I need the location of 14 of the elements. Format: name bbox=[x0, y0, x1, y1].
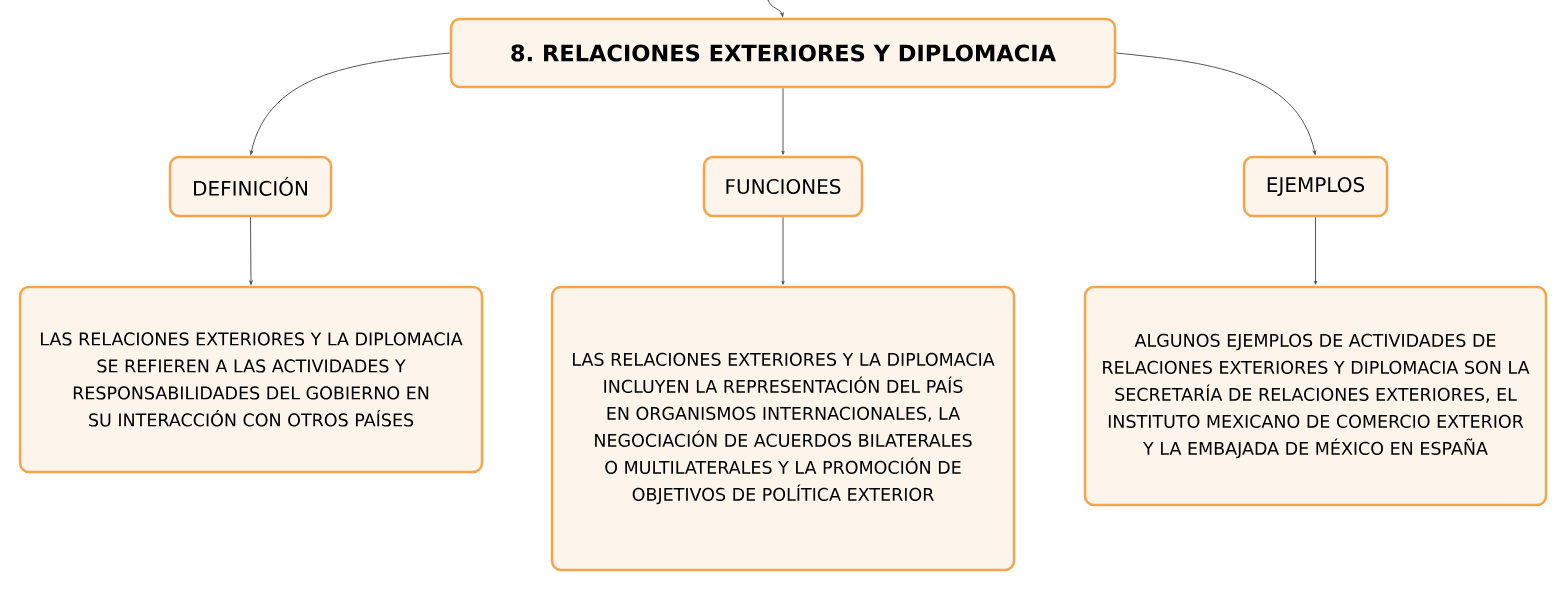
arrow bbox=[249, 52, 451, 155]
category-box: FUNCIONES bbox=[702, 155, 864, 218]
title-box: 8. RELACIONES EXTERIORES Y DIPLOMACIA bbox=[449, 17, 1117, 89]
category-box: EJEMPLOS bbox=[1242, 155, 1389, 218]
arrow bbox=[249, 216, 253, 285]
description-box: LAS RELACIONES EXTERIORES Y LA DIPLOMACIA SE REFIEREN A LAS ACTIVIDADES Y RESPONSABILIDADES DEL GOBIERNO EN SU INTERACCIÓN CON OTROS PAÍSES bbox=[18, 285, 484, 474]
category-box: DEFINICIÓN bbox=[168, 155, 333, 218]
arrow bbox=[781, 216, 785, 285]
arrow bbox=[1115, 52, 1317, 155]
arrow bbox=[781, 87, 785, 155]
description-box: ALGUNOS EJEMPLOS DE ACTIVIDADES DE RELACIONES EXTERIORES Y DIPLOMACIA SON LA SECRETARÍA DE RELACIONES EXTERIORES, EL INSTITUTO MEXICANO DE COMERCIO EXTERIOR Y LA EMBAJADA DE MÉXICO EN ESPAÑA bbox=[1083, 285, 1548, 507]
arrow bbox=[767, 0, 784, 17]
description-box: LAS RELACIONES EXTERIORES Y LA DIPLOMACIA INCLUYEN LA REPRESENTACIÓN DEL PAÍS EN ORGANISMOS INTERNACIONALES, LA NEGOCIACIÓN DE ACUERDOS BILATERALES O MULTILATERALES Y LA PROMOCIÓN DE OBJETIVOS DE POLÍTICA EXTERIOR bbox=[550, 285, 1016, 572]
arrow bbox=[1313, 216, 1318, 285]
